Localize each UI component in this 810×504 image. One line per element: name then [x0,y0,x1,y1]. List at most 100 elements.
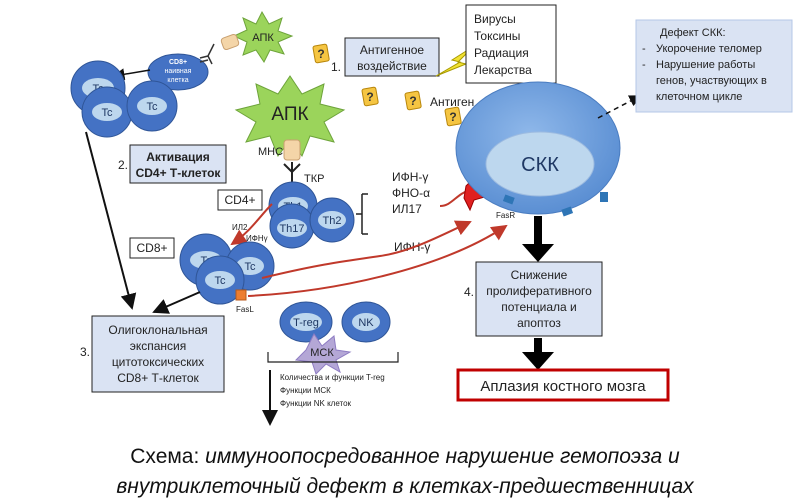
svg-text:Аплазия костного мозга: Аплазия костного мозга [480,378,646,395]
fasl-label: FasL [236,305,254,314]
cd4-label-box: CD4+ [217,189,263,211]
apc-small-mhc [199,33,240,65]
il2-label: ИЛ2 [232,223,248,232]
defect-item: Укорочение теломер [656,43,762,55]
apc-large-label: АПК [271,104,308,125]
figure-caption: Схема: иммуноопосредованное нарушение ге… [0,442,810,502]
caption-line2-italic: внутриклеточный дефект в клетках-предшес… [116,475,694,498]
cause-item: Радиация [474,46,529,60]
svg-text:клеточном цикле: клеточном цикле [656,91,742,103]
svg-text:CD8+: CD8+ [169,59,187,66]
hsc-cell: СКК [455,81,621,215]
arrow-hsc-to-decline-head [522,244,554,262]
svg-text:наивная: наивная [165,68,192,75]
question-mark-icon: ? [444,106,462,127]
arrow-tc-to-expansion [85,131,137,310]
svg-text:CD4+: CD4+ [224,193,255,207]
svg-text:?: ? [366,90,373,104]
cytokine-ifng: ИФН-γ [392,170,428,184]
fasr-label: FasR [496,211,515,220]
arrow-hsc-to-defect [597,95,642,119]
hsc-label: СКК [521,154,559,176]
svg-text:Tc: Tc [102,107,114,119]
cause-item: Лекарства [474,63,532,77]
svg-text:Олигоклональная: Олигоклональная [108,323,207,337]
svg-text:апоптоз: апоптоз [517,316,561,330]
fasl-receptor [235,289,247,301]
th2-cell: Th2 [309,197,355,243]
ifng-small-label: ИФНγ [246,234,268,243]
defect-item: Нарушение работы [656,59,755,71]
arrow-decline-to-aplasia-head [522,352,554,370]
step3-number: 3. [80,345,90,359]
regulatory-bracket [267,352,399,363]
svg-text:Tc: Tc [215,275,227,287]
question-mark-icon: ? [361,86,379,107]
arrow-apc-to-naive [199,59,209,63]
step4-number: 4. [464,285,474,299]
reduced-item: Функции NK клеток [280,399,352,408]
cytokine-il17: ИЛ17 [392,202,422,216]
treg-cell: T-reg [279,301,333,343]
cd4-activation-box: Активация CD4+ Т-клеток [129,144,227,184]
svg-text:экспансия: экспансия [130,339,187,353]
cd8-naive-cell: CD8+ наивная клетка [147,53,209,91]
svg-text:воздействие: воздействие [357,59,427,73]
svg-text:NK: NK [358,317,374,329]
svg-text:МСК: МСК [310,347,334,359]
cytokine-tnfa: ФНО-α [392,186,430,200]
svg-text:T-reg: T-reg [293,317,319,329]
question-mark-icon: ? [312,43,330,64]
svg-text:Антигенное: Антигенное [360,43,425,57]
svg-text:Дефект СКК:: Дефект СКК: [660,27,726,39]
caption-line-2: внутриклеточный дефект в клетках-предшес… [0,472,810,502]
svg-text:CD4+ Т-клеток: CD4+ Т-клеток [136,166,222,180]
aplasia-box: Аплазия костного мозга [456,368,670,402]
cause-item: Вирусы [474,12,516,26]
lightning-icon [435,45,475,77]
cytokine-bracket [356,193,368,235]
defect-item-2-part: Нарушение работы [656,59,755,71]
svg-text:-: - [642,43,646,55]
cd8-label-box: CD8+ [129,237,175,259]
caption-line-1: Схема: иммуноопосредованное нарушение ге… [0,442,810,472]
apc-large-cell: АПК [234,75,346,158]
proliferation-decline-box: Снижение пролиферативного потенциала и а… [475,261,603,337]
arrow-ifng-to-hsc [261,220,472,279]
svg-text:генов, участвующих в: генов, участвующих в [656,75,767,87]
tcr-receptor: ТКР [283,162,324,185]
antigen-exposure-box: Антигенное воздействие [344,37,440,77]
svg-text:клетка: клетка [167,77,188,84]
apc-small-cell: АПК [232,10,294,63]
svg-text:Активация: Активация [146,150,210,164]
pathogenesis-diagram: АПК ? CD8+ наивная клетка Tc Tc Tc [70,4,793,426]
tc-cluster-top: Tc Tc Tc [70,60,178,138]
step1-number: 1. [331,60,341,74]
nk-cell: NK [341,301,391,343]
hsc-receptors [502,192,608,217]
th-cell-cluster: Th1 Th17 Th2 [268,181,355,249]
causes-box: Вирусы Токсины Радиация Лекарства [465,4,557,84]
svg-text:МНС: МНС [258,146,283,158]
svg-text:цитотоксических: цитотоксических [112,355,204,369]
reduced-item: Количества и функции T-reg [280,373,385,382]
tc-cell: Tc [126,80,178,132]
svg-text:-: - [642,59,646,71]
arrow-fasl-to-fasr [247,224,508,297]
svg-text:Th2: Th2 [323,215,342,227]
arrow-cd4-to-cd8 [230,203,273,246]
oligoclonal-expansion-box: Олигоклональная экспансия цитотоксически… [91,315,225,393]
svg-text:Tc: Tc [245,261,257,273]
antigen-label: Антиген [430,95,474,109]
hsc-defect-box: Дефект СКК: - Укорочение теломер - Наруш… [635,19,793,113]
svg-text:потенциала и: потенциала и [501,300,577,314]
svg-text:Th17: Th17 [279,223,304,235]
svg-text:?: ? [409,94,416,108]
svg-text:CD8+ Т-клеток: CD8+ Т-клеток [117,371,199,385]
svg-text:?: ? [449,110,456,124]
tc-cell: Tc [195,255,245,305]
caption-prefix: Схема: [130,445,206,468]
th17-cell: Th17 [269,203,315,249]
svg-text:пролиферативного: пролиферативного [486,284,592,298]
svg-text:Снижение: Снижение [511,268,568,282]
